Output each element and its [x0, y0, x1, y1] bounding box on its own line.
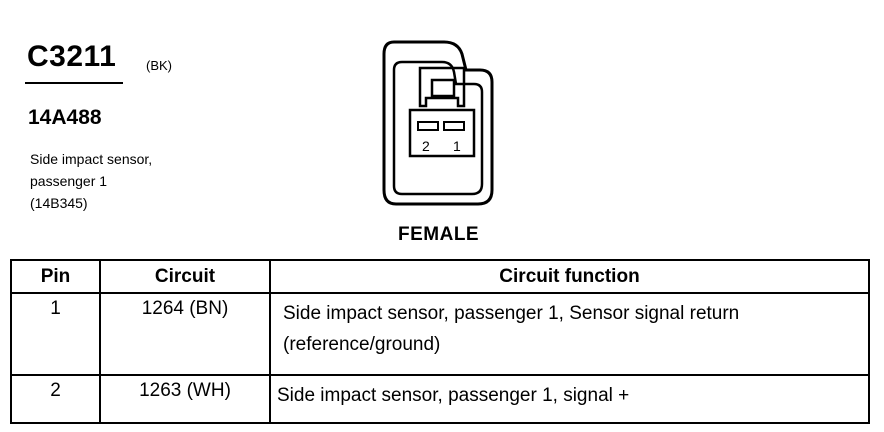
header-circuit-function: Circuit function — [269, 259, 870, 294]
pinout-table: Pin Circuit Circuit function 1 1264 (BN)… — [10, 259, 870, 424]
connector-latch-window — [430, 78, 456, 98]
connector-inner-body — [392, 60, 484, 196]
connector-face-diagram — [382, 40, 494, 206]
connector-id-underline — [25, 82, 123, 84]
connector-color: (BK) — [146, 58, 172, 73]
circuit-function-line: Side impact sensor, passenger 1, Sensor … — [283, 303, 740, 324]
part-number: 14A488 — [28, 106, 102, 129]
circuit-function-line: (reference/ground) — [283, 334, 441, 355]
terminal-cavity-2 — [417, 121, 439, 131]
table-row: 2 1263 (WH) Side impact sensor, passenge… — [10, 374, 870, 424]
table-header-row: Pin Circuit Circuit function — [10, 259, 870, 294]
description-line: Side impact sensor, — [30, 151, 153, 167]
pin-label-1: 1 — [453, 138, 461, 154]
circuit-function-cell: Side impact sensor, passenger 1, Sensor … — [269, 292, 870, 376]
description-line: (14B345) — [30, 195, 88, 211]
pin-cell: 1 — [10, 292, 101, 376]
pin-label-2: 2 — [422, 138, 430, 154]
connector-gender-label: FEMALE — [398, 224, 480, 245]
description-line: passenger 1 — [30, 173, 108, 189]
connector-id: C3211 — [27, 40, 117, 73]
terminal-cavity-1 — [443, 121, 465, 131]
circuit-cell: 1263 (WH) — [99, 374, 271, 424]
circuit-cell: 1264 (BN) — [99, 292, 271, 376]
circuit-function-line: Side impact sensor, passenger 1, signal … — [277, 385, 630, 406]
connector-latch — [418, 66, 466, 108]
header-pin: Pin — [10, 259, 101, 294]
circuit-function-cell: Side impact sensor, passenger 1, signal … — [269, 374, 870, 424]
connector-terminal-area — [408, 108, 476, 158]
table-row: 1 1264 (BN) Side impact sensor, passenge… — [10, 292, 870, 376]
header-circuit: Circuit — [99, 259, 271, 294]
connector-outer-housing — [382, 40, 494, 206]
pin-cell: 2 — [10, 374, 101, 424]
